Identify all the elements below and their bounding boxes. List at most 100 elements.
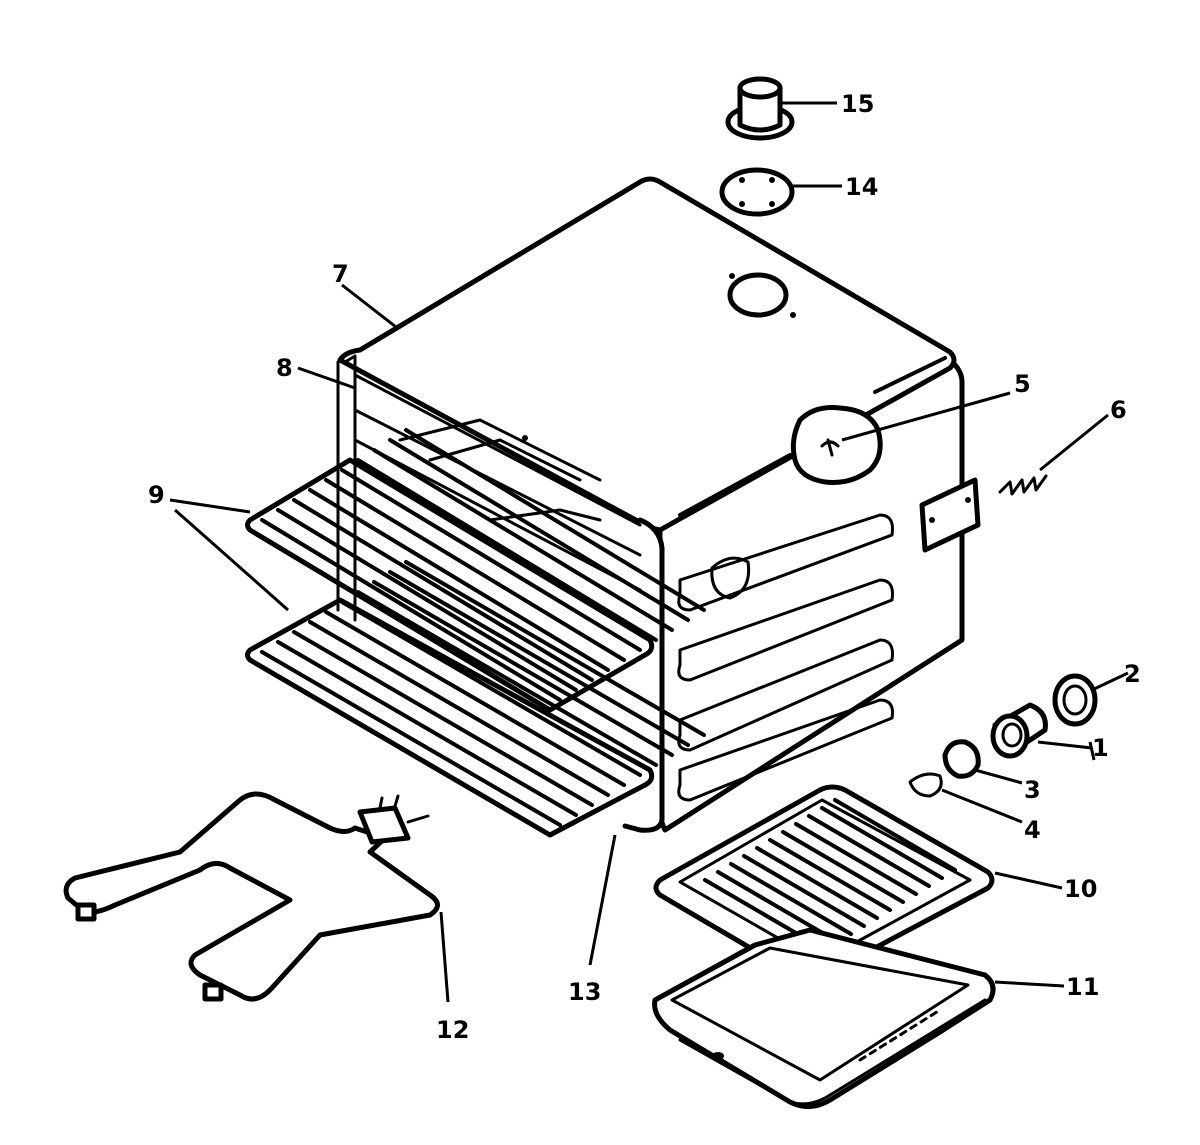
spring-clip xyxy=(998,474,1048,496)
vent-screw-hole xyxy=(729,273,735,279)
element-foot xyxy=(202,982,224,1002)
grid-slot xyxy=(755,846,879,920)
callout-3: 3 xyxy=(1024,776,1041,804)
lower-oven-rack xyxy=(245,560,706,838)
leader-7 xyxy=(341,283,397,329)
element-foot xyxy=(75,902,97,922)
rack-bars xyxy=(260,560,706,827)
leader-1 xyxy=(1037,740,1093,750)
broiler-grid-frame xyxy=(653,784,995,982)
bake-element xyxy=(63,791,440,1002)
upper-oven-rack xyxy=(245,428,706,713)
rack-bar xyxy=(308,620,610,797)
bake-element-bracket xyxy=(357,805,411,845)
light-housing-dimple xyxy=(710,556,751,600)
rack-bar xyxy=(388,438,690,622)
broiler-pan-inner xyxy=(670,946,970,1082)
bracket-hole xyxy=(965,497,971,503)
leader-8 xyxy=(297,366,356,390)
rack-bar xyxy=(404,428,706,612)
bracket-hole xyxy=(929,517,935,523)
leader-11 xyxy=(994,980,1065,988)
gasket-hole xyxy=(739,201,745,207)
rack-bar xyxy=(388,570,690,747)
rack-bar xyxy=(324,610,626,787)
callout-14: 14 xyxy=(845,173,878,201)
rack-frame xyxy=(245,457,655,713)
grid-slot xyxy=(729,862,853,936)
light-socket xyxy=(990,702,1048,759)
callout-6: 6 xyxy=(1110,396,1127,424)
rack-bar xyxy=(372,580,674,757)
rack-bar xyxy=(340,600,642,777)
callout-13: 13 xyxy=(568,978,601,1006)
callout-15: 15 xyxy=(841,90,874,118)
side-rib xyxy=(677,513,894,612)
front-hole xyxy=(522,435,528,441)
broiler-pan xyxy=(652,927,996,1109)
gasket-hole xyxy=(769,201,775,207)
callout-4: 4 xyxy=(1024,816,1041,844)
leader-4 xyxy=(941,788,1023,824)
light-ring xyxy=(1052,673,1098,727)
grid-slot xyxy=(833,798,957,872)
side-edge-trim xyxy=(678,453,792,517)
leader-2 xyxy=(1091,671,1129,692)
callout-8: 8 xyxy=(276,354,293,382)
oven-back-rim xyxy=(343,354,357,622)
patch-symbol xyxy=(820,438,840,457)
rack-bar xyxy=(356,590,658,767)
rack-bar xyxy=(260,650,562,827)
leader-12 xyxy=(439,911,450,1003)
rack-bar xyxy=(292,630,594,807)
shelf-support-rail xyxy=(428,438,582,482)
spring-coil xyxy=(998,474,1048,496)
light-ring-inner xyxy=(1062,684,1088,716)
vent-screw-hole xyxy=(790,312,796,318)
rack-bar xyxy=(340,468,642,652)
leader-5 xyxy=(841,391,1011,442)
vent-cap xyxy=(725,76,795,141)
light-lens xyxy=(908,772,943,798)
callout-11: 11 xyxy=(1066,973,1099,1001)
leader-10 xyxy=(994,871,1063,890)
light-bulb-shape xyxy=(942,739,981,779)
callout-numbers: 15 14 7 8 5 6 9 2 1 3 4 10 11 12 13 xyxy=(148,90,1141,1044)
rack-bar xyxy=(260,518,562,702)
callout-12: 12 xyxy=(436,1016,469,1044)
broiler-pan-dash xyxy=(858,1008,942,1062)
grid-slot xyxy=(807,814,931,888)
shelf-support-rail xyxy=(398,418,602,482)
grid-slot xyxy=(794,822,918,896)
callout-5: 5 xyxy=(1014,370,1031,398)
shelf-support-rail xyxy=(353,373,642,527)
broiler-pan-rim xyxy=(678,998,987,1106)
rack-bar xyxy=(404,560,706,737)
side-bracket xyxy=(919,477,981,553)
leader-13 xyxy=(588,834,617,966)
side-bracket-plate xyxy=(919,477,981,553)
gasket-hole xyxy=(769,177,775,183)
light-bulb xyxy=(942,739,981,779)
broiler-grid-inner xyxy=(678,798,972,964)
leader-1-tick xyxy=(1088,741,1096,761)
callout-10: 10 xyxy=(1064,875,1097,903)
rack-bar xyxy=(292,498,594,682)
light-socket-threads xyxy=(1001,722,1023,748)
callout-9: 9 xyxy=(148,481,165,509)
callout-2: 2 xyxy=(1124,660,1141,688)
leader-9a xyxy=(169,498,251,514)
rack-bars xyxy=(260,428,706,702)
leader-6 xyxy=(1039,413,1109,472)
rack-bar xyxy=(356,458,658,642)
pan-handle-dot xyxy=(712,1052,724,1060)
rack-frame xyxy=(245,597,655,838)
rack-bar xyxy=(276,508,578,692)
light-lens-shape xyxy=(908,772,943,798)
rack-bar xyxy=(308,488,610,672)
vent-gasket xyxy=(719,167,795,217)
side-rib xyxy=(677,578,894,682)
callout-1: 1 xyxy=(1092,734,1109,762)
callout-7: 7 xyxy=(332,260,349,288)
